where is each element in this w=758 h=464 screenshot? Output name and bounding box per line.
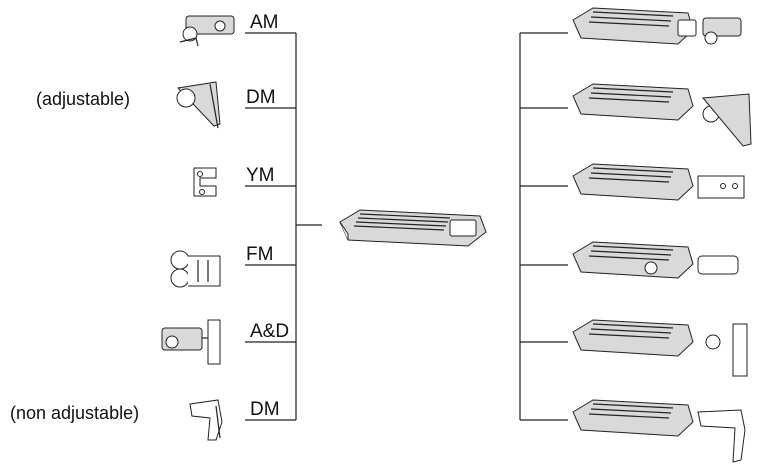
assembly-dm-adjustable-icon <box>572 83 752 147</box>
mount-dm-non-adjustable-icon <box>189 399 223 441</box>
left-connector-tree <box>245 32 322 421</box>
assembly-ym-icon <box>572 163 745 201</box>
note-non-adjustable: (non adjustable) <box>10 403 140 423</box>
mount-am-icon <box>179 15 235 47</box>
center-fixture-icon <box>339 209 487 247</box>
mount-fm-icon <box>170 250 221 288</box>
label-ad: A&D <box>250 321 290 342</box>
mount-ym-icon <box>193 167 217 197</box>
assembly-ad-icon <box>572 319 748 377</box>
right-connector-tree <box>519 32 568 421</box>
mount-dm-adjustable-icon <box>176 81 221 129</box>
assembly-dm-non-adjustable-icon <box>572 399 746 463</box>
mount-ad-icon <box>161 319 221 365</box>
note-adjustable: (adjustable) <box>36 89 131 109</box>
assembly-am-icon <box>572 7 742 45</box>
assembly-fm-icon <box>572 241 739 279</box>
label-ym: YM <box>246 165 275 186</box>
label-dm-adjustable: DM <box>246 87 276 108</box>
label-dm-non-adjustable: DM <box>250 399 280 420</box>
label-fm: FM <box>246 244 274 265</box>
label-am: AM <box>250 12 279 33</box>
